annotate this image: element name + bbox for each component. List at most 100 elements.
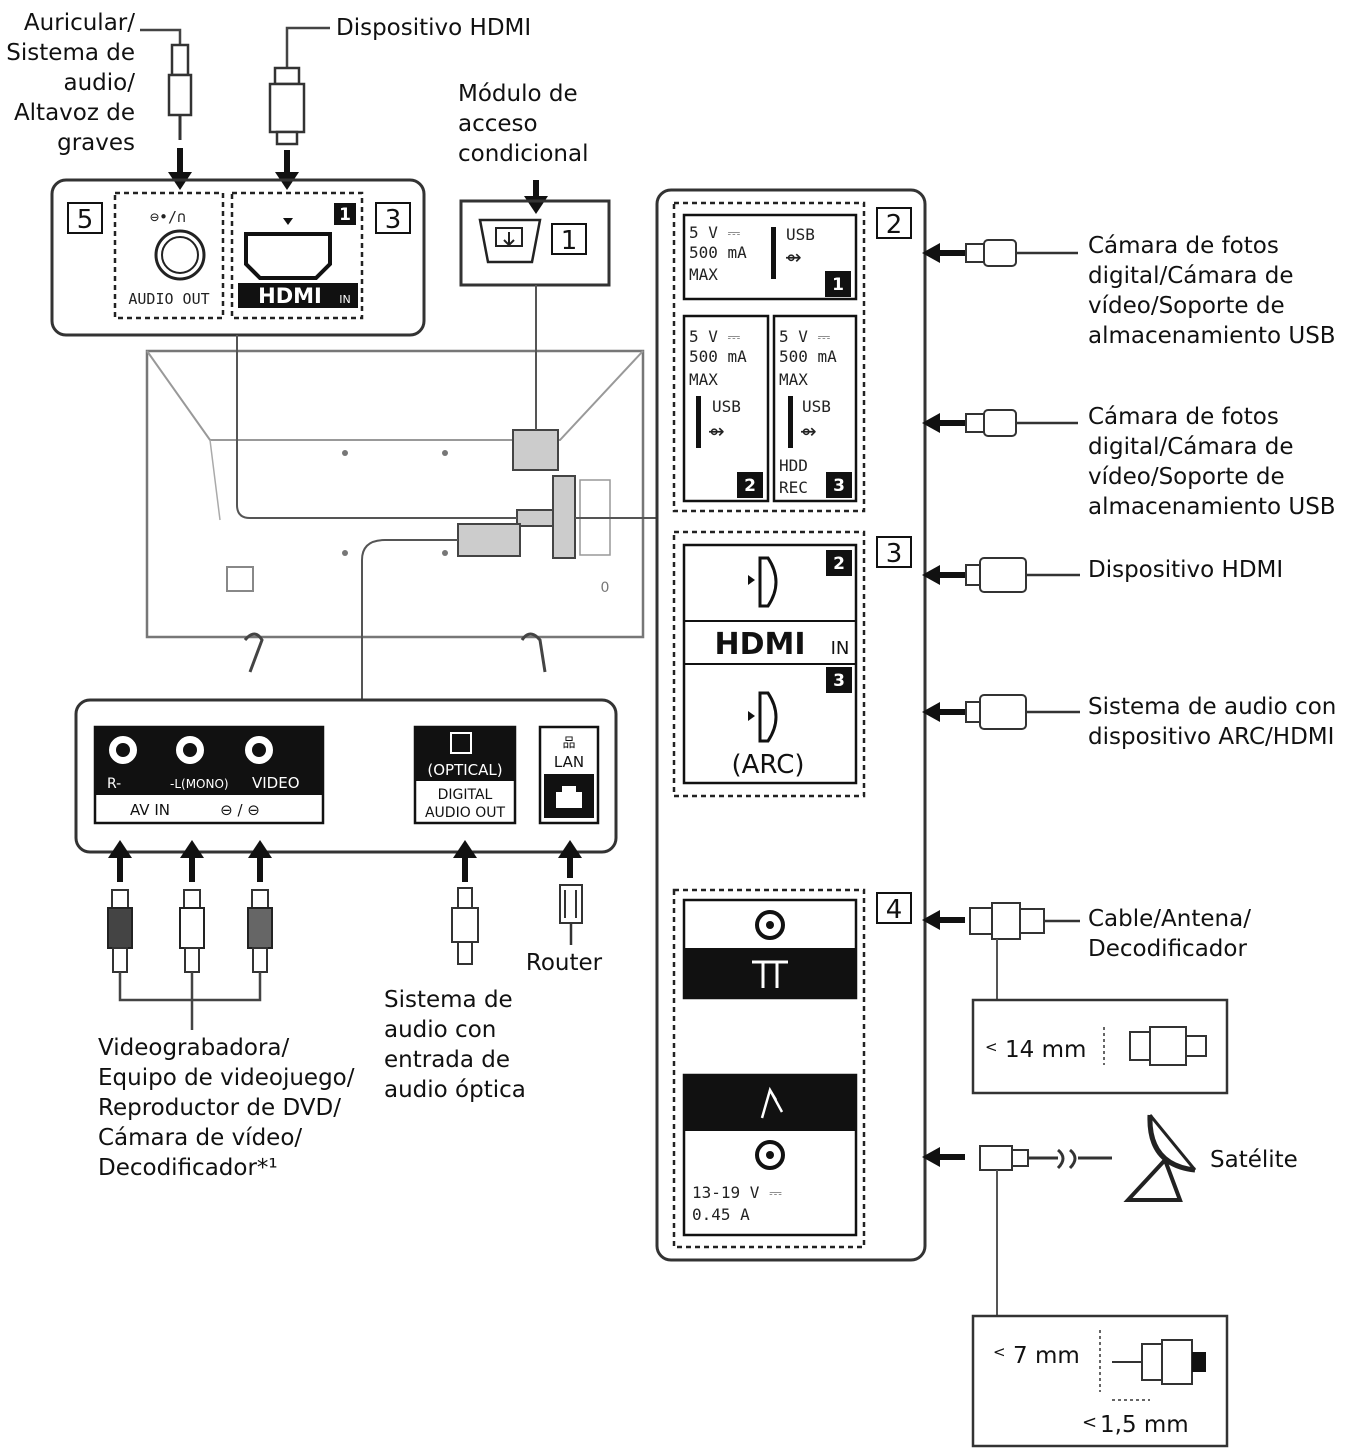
hdmi-plug-top-icon	[268, 26, 330, 146]
optical-label: (OPTICAL)	[427, 761, 502, 779]
port-number-1: 1	[561, 226, 578, 256]
audio-jack-icon	[154, 229, 206, 281]
usb1-label: USB	[786, 225, 815, 244]
sat-current: 0.45 A	[692, 1205, 750, 1224]
usb-device-1-label: Cámara de fotos digital/Cámara de vídeo/…	[1088, 233, 1336, 349]
svg-text:dispositivo ARC/HDMI: dispositivo ARC/HDMI	[1088, 724, 1334, 750]
svg-text:Módulo de: Módulo de	[458, 81, 578, 107]
svg-text:graves: graves	[57, 130, 135, 156]
port-number-3-right: 3	[886, 539, 903, 569]
rca-plug-yellow-icon	[247, 889, 273, 973]
tv-back-panel: 0	[145, 349, 645, 673]
usb1-port[interactable]	[682, 213, 858, 301]
svg-text:Cámara de fotos: Cámara de fotos	[1088, 404, 1279, 430]
antenna-icon	[752, 960, 788, 988]
rca-plug-red-icon	[107, 889, 133, 973]
rec-label: REC	[779, 478, 808, 497]
usb2-icon: ⇴	[708, 419, 725, 443]
port-number-5: 5	[77, 205, 94, 235]
usb3-icon: ⇴	[800, 419, 817, 443]
svg-text:Sistema de audio con: Sistema de audio con	[1088, 694, 1336, 720]
svg-text:0: 0	[601, 580, 610, 596]
cam-module-label: Módulo de acceso condicional	[458, 81, 588, 167]
lan-label: LAN	[554, 753, 584, 771]
arc-label: (ARC)	[732, 750, 805, 780]
port-number-3-top: 3	[385, 205, 402, 235]
svg-text:Decodificador*¹: Decodificador*¹	[98, 1155, 278, 1181]
svg-text:Sistema de: Sistema de	[6, 40, 135, 66]
svg-text:condicional: condicional	[458, 141, 588, 167]
headphone-label: Auricular/ Sistema de audio/ Altavoz de …	[6, 10, 135, 156]
port-number-2: 2	[886, 210, 903, 240]
svg-text:Decodificador: Decodificador	[1088, 936, 1247, 962]
hdmi3-badge: 3	[833, 671, 845, 691]
hdmi-group	[672, 530, 866, 798]
svg-text:digital/Cámara de: digital/Cámara de	[1088, 434, 1294, 460]
svg-text:Cámara de fotos: Cámara de fotos	[1088, 233, 1279, 259]
optical-device-label: Sistema de audio con entrada de audio óp…	[384, 987, 526, 1103]
hdmi1-port[interactable]	[230, 191, 364, 320]
audio-out-port[interactable]	[113, 191, 225, 320]
hdmi-socket-icon	[244, 232, 332, 280]
svg-text:Cámara de vídeo/: Cámara de vídeo/	[98, 1125, 302, 1151]
hdd-label: HDD	[779, 456, 808, 475]
svg-text:5 V ⎓: 5 V ⎓	[689, 327, 741, 346]
optical-plug-icon	[451, 887, 479, 965]
hdmi-plug-right-2-icon	[965, 694, 1080, 730]
svg-text:AUDIO OUT: AUDIO OUT	[425, 805, 505, 821]
svg-text:Auricular/: Auricular/	[24, 10, 135, 36]
svg-text:500 mA: 500 mA	[689, 243, 747, 262]
svg-text:Altavoz de: Altavoz de	[14, 100, 135, 126]
svg-text:5 V ⎓: 5 V ⎓	[779, 327, 831, 346]
svg-text:-L(MONO): -L(MONO)	[170, 777, 229, 791]
satellite-dish-icon-large	[1123, 1114, 1197, 1202]
svg-text:Cable/Antena/: Cable/Antena/	[1088, 906, 1251, 932]
av-in-label: AV IN	[130, 801, 170, 819]
arc-device-label: Sistema de audio con dispositivo ARC/HDM…	[1088, 694, 1336, 750]
svg-text:DIGITAL: DIGITAL	[438, 787, 493, 803]
hdmi-logo: HDMI	[258, 284, 322, 308]
rca-plug-white-icon	[179, 889, 205, 973]
usb-plug-1-icon	[965, 239, 1078, 267]
svg-text:audio/: audio/	[64, 70, 136, 96]
svg-text:almacenamiento USB: almacenamiento USB	[1088, 323, 1336, 349]
hdmi-in-label: IN	[339, 293, 350, 306]
usb3-label: USB	[802, 397, 831, 416]
hdmi-device-top-label: Dispositivo HDMI	[336, 15, 531, 41]
svg-text:<: <	[993, 1343, 1006, 1361]
cable-max-dimension: 14 mm	[1005, 1037, 1086, 1063]
usb1-icon: ⇴	[785, 245, 802, 269]
svg-text:almacenamiento USB: almacenamiento USB	[1088, 494, 1336, 520]
usb2-badge: 2	[744, 476, 756, 496]
router-label: Router	[526, 950, 603, 976]
cable-device-label: Cable/Antena/ Decodificador	[1088, 906, 1251, 962]
f-connector-dimension-icon	[1099, 1330, 1206, 1401]
lan-plug-icon	[559, 884, 583, 945]
bottom-panel	[74, 698, 618, 854]
sat-pin-dimension: 1,5 mm	[1100, 1412, 1189, 1438]
svg-text:vídeo/Soporte de: vídeo/Soporte de	[1088, 464, 1285, 490]
f-connector-icon	[979, 1145, 1112, 1316]
coax-plug-icon	[969, 902, 1080, 1000]
usb3-port[interactable]	[772, 314, 858, 503]
hdmi-device-right-label: Dispositivo HDMI	[1088, 557, 1283, 583]
usb2-label: USB	[712, 397, 741, 416]
svg-text:audio con: audio con	[384, 1017, 496, 1043]
av-devices-label: Videograbadora/ Equipo de videojuego/ Re…	[98, 1035, 355, 1181]
svg-text:R-: R-	[107, 776, 121, 792]
sat-max-dimension: 7 mm	[1013, 1343, 1080, 1369]
network-icon: 品	[562, 736, 575, 751]
usb-group	[672, 201, 866, 513]
hdmi2-port[interactable]	[748, 556, 778, 608]
hdmi-logo-right: HDMI	[714, 627, 805, 662]
hdmi3-port[interactable]	[748, 691, 778, 743]
svg-text:acceso: acceso	[458, 111, 538, 137]
svg-text:entrada de: entrada de	[384, 1047, 510, 1073]
svg-text:digital/Cámara de: digital/Cámara de	[1088, 263, 1294, 289]
audio-symbol: ⊖•/∩	[150, 208, 186, 226]
usb-device-2-label: Cámara de fotos digital/Cámara de vídeo/…	[1088, 404, 1336, 520]
usb-plug-2-icon	[965, 409, 1078, 437]
hdmi-plug-right-1-icon	[965, 557, 1080, 593]
svg-text:VIDEO: VIDEO	[252, 774, 300, 792]
side-panel-right	[655, 188, 927, 1262]
